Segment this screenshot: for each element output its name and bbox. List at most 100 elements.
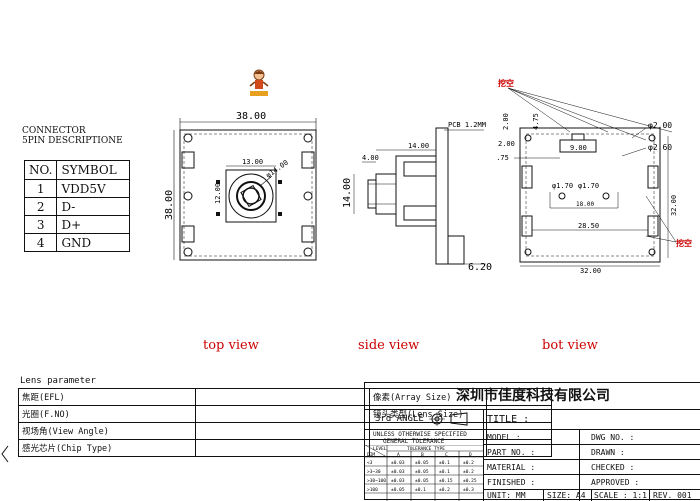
side-dim-total: 14.00 — [408, 142, 429, 150]
tol-cell: ±0.1 — [439, 469, 450, 475]
lens-fno-label: 光圈(F.NO) — [18, 405, 196, 423]
bot-red-note-top: 挖空 — [498, 78, 514, 88]
connector-title: CONNECTOR 5PIN DESCRIPTIONE — [22, 126, 123, 146]
corner-arrow-icon — [1, 445, 9, 463]
lens-efl-label: 焦距(EFL) — [18, 388, 196, 406]
lens-parameter-title: Lens parameter — [20, 376, 96, 386]
pin-symbol: D+ — [56, 215, 131, 234]
bot-dim-18: 18.00 — [576, 201, 594, 208]
tol-col: A — [397, 452, 400, 458]
tol-cell: ±0.2 — [439, 487, 450, 493]
connector-title-line1: CONNECTOR — [22, 126, 86, 136]
pin-symbol-header: SYMBOL — [56, 160, 131, 180]
lens-angle-label: 视场角(View Angle) — [18, 422, 196, 440]
side-dim-lens-len: 4.00 — [362, 154, 379, 162]
top-dim-height: 38.00 — [164, 190, 175, 220]
material-label: MATERIAL : — [487, 463, 536, 472]
pin-row: 2 D- — [23, 197, 131, 216]
side-view-drawing: PCB 1.2MM 14.00 4.00 14.00 6.20 — [342, 121, 492, 273]
bot-red-note-bottom: 挖空 — [676, 238, 692, 248]
tol-cell: ±0.05 — [415, 478, 429, 484]
pin-row: 1 VDD5V — [23, 179, 131, 198]
tol-cell: ±0.1 — [415, 487, 426, 493]
lens-fno-value — [195, 405, 370, 423]
tolerance-table: LEVEL DIM TOLERANCE TYPE A B C D <3 ±0.0… — [365, 445, 483, 501]
tol-cell: ±0.05 — [415, 460, 429, 466]
tol-dim: DIM — [367, 452, 375, 458]
tol-cell: <3 — [367, 460, 373, 466]
table-row: 感光芯片(Chip Type) — [18, 439, 552, 457]
tol-rows: <3 ±0.03 ±0.05 ±0.1 ±0.2 >3~30 ±0.03 ±0.… — [367, 460, 477, 493]
bot-dim-2a: 2.00 — [502, 113, 510, 130]
side-dim-bottom: 6.20 — [468, 262, 492, 273]
tol-cell: >100 — [367, 487, 378, 493]
top-dim-holder-h: 12.00 — [214, 183, 222, 204]
pin-no: 4 — [23, 233, 58, 252]
tol-cell: ±0.15 — [439, 478, 453, 484]
tol-cell: ±0.03 — [391, 478, 405, 484]
scale-label: SCALE : 1:1 — [594, 491, 647, 500]
tol-cell: ±0.03 — [391, 469, 405, 475]
side-view-label: side view — [358, 338, 420, 353]
pin-symbol: GND — [56, 233, 131, 252]
side-dim-pcb: PCB 1.2MM — [448, 121, 486, 129]
size-label: SIZE: A4 — [547, 491, 586, 500]
approved-label: APPROVED : — [591, 478, 640, 487]
drawn-label: DRAWN : — [591, 448, 625, 457]
bot-dim-475b: 4.75 — [496, 154, 509, 162]
top-view-drawing: 38.00 38.00 13.00 12.00 φ14.00 — [164, 111, 317, 261]
bot-dim-2b: 2.00 — [498, 140, 515, 148]
lens-efl-value — [195, 388, 370, 406]
title-label: TITLE : — [487, 414, 530, 425]
lens-angle-value — [195, 422, 370, 440]
tol-header: TOLERANCE TYPE — [407, 446, 445, 452]
projection-label: 3rd ANGLE — [375, 414, 424, 424]
tol-cell: ±0.2 — [463, 460, 474, 466]
tol-level: LEVEL — [373, 446, 387, 452]
tol-cell: ±0.03 — [391, 460, 405, 466]
unit-label: UNIT: MM — [487, 491, 526, 500]
top-dim-holder: 13.00 — [242, 158, 263, 166]
pin-symbol: VDD5V — [56, 179, 131, 198]
bot-dim-hole-small: φ2.60 — [648, 143, 672, 152]
part-no-label: PART NO. : — [487, 448, 536, 457]
tol-cell: >30~100 — [367, 478, 386, 484]
pin-table-header: NO. SYMBOL — [23, 160, 131, 180]
top-view-label: top view — [203, 338, 259, 353]
tol-cell: ±0.05 — [391, 487, 405, 493]
bot-dim-170b: φ1.70 — [578, 182, 599, 190]
rev-label: REV. 001 — [653, 491, 692, 500]
checked-label: CHECKED : — [591, 463, 635, 472]
bot-dim-32: 32.00 — [580, 267, 601, 275]
projection-symbol-icon — [429, 412, 468, 426]
bot-dim-9: 9.00 — [570, 144, 587, 152]
tolerance-line2: GENERAL TOLERANCE — [383, 438, 445, 445]
top-dim-lens: φ14.00 — [265, 159, 290, 180]
model-label: MODEL : — [487, 433, 521, 442]
tol-cell: ±0.05 — [415, 469, 429, 475]
tol-col: C — [445, 452, 448, 458]
top-dim-width: 38.00 — [236, 111, 266, 122]
pin-table: NO. SYMBOL 1 VDD5V 2 D- 3 D+ 4 GND — [23, 160, 131, 252]
mascot-icon — [249, 69, 269, 96]
tolerance-line1: UNLESS OTHERWISE SPECIFIED — [373, 431, 467, 438]
pin-row: 3 D+ — [23, 215, 131, 234]
pin-no: 3 — [23, 215, 58, 234]
bot-view-label: bot view — [542, 338, 598, 353]
tol-cell: >3~30 — [367, 469, 381, 475]
lens-parameter-table: 焦距(EFL) 像素(Array Size) 光圈(F.NO) 镜头类型(Len… — [18, 388, 552, 457]
finished-label: FINISHED : — [487, 478, 536, 487]
lens-chip-value — [195, 439, 370, 457]
bot-dim-2850: 28.50 — [578, 222, 599, 230]
company-name: 深圳市佳度科技有限公司 — [365, 383, 700, 410]
bot-dim-475a: 4.75 — [532, 113, 540, 130]
pin-row: 4 GND — [23, 233, 131, 252]
tol-cell: ±0.3 — [463, 487, 474, 493]
connector-title-line2: 5PIN DESCRIPTIONE — [22, 136, 123, 146]
title-block: 深圳市佳度科技有限公司 3rd ANGLE TITLE : UNLESS OTH… — [364, 382, 700, 501]
tol-cell: ±0.25 — [463, 478, 477, 484]
pin-no: 2 — [23, 197, 58, 216]
lens-empty-value — [486, 439, 552, 457]
pin-symbol: D- — [56, 197, 131, 216]
tol-cell: ±0.1 — [439, 460, 450, 466]
